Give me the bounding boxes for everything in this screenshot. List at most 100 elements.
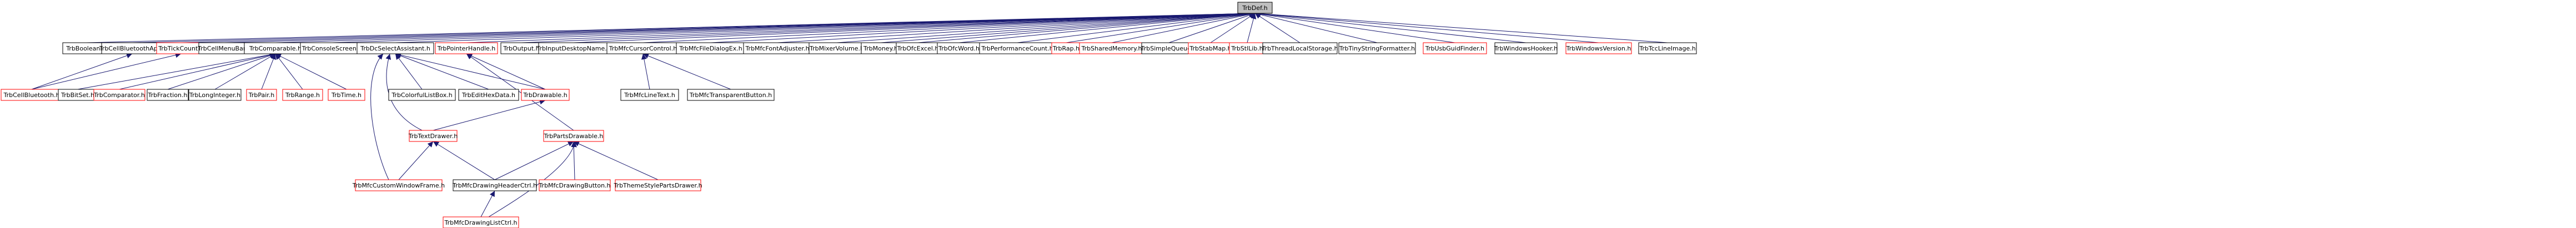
edge-mfclinetext-to-mfccursorcontrol [641, 53, 650, 90]
node-colorfullistbox[interactable]: TrbColorfulListBox.h [388, 89, 456, 101]
node-threadlocal[interactable]: TrbThreadLocalStorage.h [1261, 42, 1338, 54]
edge-simplequeue-to-root [1168, 12, 1256, 43]
node-label: TrbDcSelectAssistant.h [360, 45, 430, 52]
node-label: TrbSharedMemory.h [1081, 45, 1142, 52]
node-mfclinetext[interactable]: TrbMfcLineText.h [620, 89, 679, 101]
node-edithexdata[interactable]: TrbEditHexData.h [458, 89, 519, 101]
node-textdrawer[interactable]: TrbTextDrawer.h [408, 130, 458, 142]
edges-layer [31, 11, 1668, 217]
node-label: TrbPartsDrawable.h [544, 133, 604, 140]
node-tinystring[interactable]: TrbTinyStringFormatter.h [1338, 42, 1416, 54]
node-label: TrbMoney.h [863, 45, 898, 52]
edge-time-to-comparable [275, 53, 347, 90]
node-mfctransparentbutton[interactable]: TrbMfcTransparentButton.h [687, 89, 775, 101]
node-perfcount[interactable]: TrbPerformanceCount.h [979, 42, 1056, 54]
node-label: TrbInputDesktopName.h [536, 45, 610, 52]
node-money[interactable]: TrbMoney.h [861, 42, 901, 54]
node-mfcfiledialogex[interactable]: TrbMfcFileDialogEx.h [676, 42, 746, 54]
edge-windowsversion-to-root [1254, 11, 1599, 43]
node-label: TrbOfcWord.h [938, 45, 980, 52]
node-label: TrbWindowsVersion.h [1566, 45, 1631, 52]
edge-bitset-to-comparable [77, 52, 276, 90]
edge-ofcexcel-to-root [917, 11, 1256, 43]
node-windowshooker[interactable]: TrbWindowsHooker.h [1494, 42, 1558, 54]
node-drawable[interactable]: TrbDrawable.h [521, 89, 570, 101]
edge-mfcdrawingbutton-to-partsdrawable [571, 141, 577, 180]
node-tickcount[interactable]: TrbTickCount.h [156, 42, 206, 54]
edge-drawable-to-dcselectassistant [395, 52, 546, 90]
edge-mixervolume-to-root [836, 11, 1256, 43]
node-pointerhandle[interactable]: TrbPointerHandle.h [435, 42, 498, 54]
node-label: TrbStlLib.h [1231, 45, 1263, 52]
node-label: TrbEditHexData.h [461, 92, 515, 99]
node-bitset[interactable]: TrbBitSet.h [58, 89, 98, 101]
node-rap[interactable]: TrbRap.h [1051, 42, 1081, 54]
node-label: TrbWindowsHooker.h [1494, 45, 1558, 52]
node-pair[interactable]: TrbPair.h [246, 89, 277, 101]
edge-sharedmemory-to-root [1111, 12, 1256, 43]
edge-threadlocal-to-root [1254, 13, 1300, 43]
node-output[interactable]: TrbOutput.h [500, 42, 543, 54]
node-label: TrbMixerVolume.h [809, 45, 864, 52]
edge-usbguid-to-root [1254, 11, 1455, 43]
edge-tcclineimage-to-root [1254, 11, 1668, 43]
edge-longinteger-to-comparable [214, 53, 276, 90]
node-windowsversion[interactable]: TrbWindowsVersion.h [1565, 42, 1632, 54]
node-inputdesktopname[interactable]: TrbInputDesktopName.h [536, 42, 611, 54]
node-label: TrbConsoleScreen.h [302, 45, 363, 52]
node-mfccustomwindowframe[interactable]: TrbMfcCustomWindowFrame.h [352, 179, 445, 191]
node-time[interactable]: TrbTime.h [328, 89, 365, 101]
node-stllib[interactable]: TrbStlLib.h [1229, 42, 1266, 54]
node-label: TrbUsbGuidFinder.h [1425, 45, 1484, 52]
node-label: TrbBitSet.h [61, 92, 94, 99]
node-fraction[interactable]: TrbFraction.h [147, 89, 189, 101]
node-mfccursorcontrol[interactable]: TrbMfcCursorControl.h [606, 42, 680, 54]
node-cellbluetoothapi[interactable]: TrbCellBluetoothApi.h [99, 42, 165, 54]
node-usbguid[interactable]: TrbUsbGuidFinder.h [1423, 42, 1487, 54]
edge-perfcount-to-root [1017, 11, 1256, 43]
node-box [409, 130, 458, 142]
node-mfcdrawingbutton[interactable]: TrbMfcDrawingButton.h [538, 179, 611, 191]
edge-mfctransparentbutton-to-mfccursorcontrol [642, 53, 731, 90]
node-mixervolume[interactable]: TrbMixerVolume.h [809, 42, 865, 54]
edge-tinystring-to-root [1254, 12, 1378, 43]
node-stabmap[interactable]: TrbStabMap.h [1188, 42, 1233, 54]
node-sharedmemory[interactable]: TrbSharedMemory.h [1079, 42, 1144, 54]
node-mfcdrawinglistctrl[interactable]: TrbMfcDrawingListCtrl.h [443, 216, 519, 228]
edge-range-to-comparable [275, 53, 303, 90]
node-label: TrbMfcFontAdjuster.h [745, 45, 809, 52]
edge-dcselectassistant-to-root [395, 11, 1256, 43]
node-label: TrbLongInteger.h [189, 92, 240, 99]
node-box [1237, 2, 1273, 14]
node-ofcword[interactable]: TrbOfcWord.h [937, 42, 981, 54]
node-label: TrbMfcCustomWindowFrame.h [352, 182, 445, 189]
node-themestylepartsdrawer[interactable]: TrbThemeStylePartsDrawer.h [613, 179, 702, 191]
edge-mfcfiledialogex-to-root [710, 11, 1256, 43]
node-range[interactable]: TrbRange.h [282, 89, 323, 101]
node-comparable[interactable]: TrbComparable.h [244, 42, 307, 54]
node-box [1638, 42, 1697, 54]
node-label: TrbPerformanceCount.h [981, 45, 1053, 52]
node-cellmenubar[interactable]: TrbCellMenuBar.h [197, 42, 251, 54]
node-cellbluetooth[interactable]: TrbCellBluetooth.h [1, 89, 63, 101]
edge-textdrawer-to-drawable [433, 99, 546, 131]
node-label: TrbMfcTransparentButton.h [689, 92, 772, 99]
edge-mfcdrawinglistctrl-to-partsdrawable [488, 141, 577, 217]
node-box [147, 89, 189, 101]
node-dcselectassistant[interactable]: TrbDcSelectAssistant.h [356, 42, 434, 54]
node-ofcexcel[interactable]: TrbOfcExcel.h [896, 42, 940, 54]
node-tcclineimage[interactable]: TrbTccLineImage.h [1638, 42, 1697, 54]
node-box [388, 89, 456, 101]
node-box [453, 179, 537, 191]
node-partsdrawable[interactable]: TrbPartsDrawable.h [543, 130, 604, 142]
edge-mfccustomwindowframe-to-textdrawer [398, 141, 434, 180]
node-root[interactable]: TrbDef.h [1237, 2, 1273, 14]
node-mfcdrawingheaderctrl[interactable]: TrbMfcDrawingHeaderCtrl.h [452, 179, 537, 191]
node-label: TrbTime.h [331, 92, 361, 99]
node-consolescreen[interactable]: TrbConsoleScreen.h [300, 42, 364, 54]
node-comparator[interactable]: TrbComparator.h [93, 89, 145, 101]
node-box [328, 89, 365, 101]
node-longinteger[interactable]: TrbLongInteger.h [188, 89, 242, 101]
node-label: TrbComparator.h [93, 92, 145, 99]
node-mfcfontadjuster[interactable]: TrbMfcFontAdjuster.h [743, 42, 812, 54]
